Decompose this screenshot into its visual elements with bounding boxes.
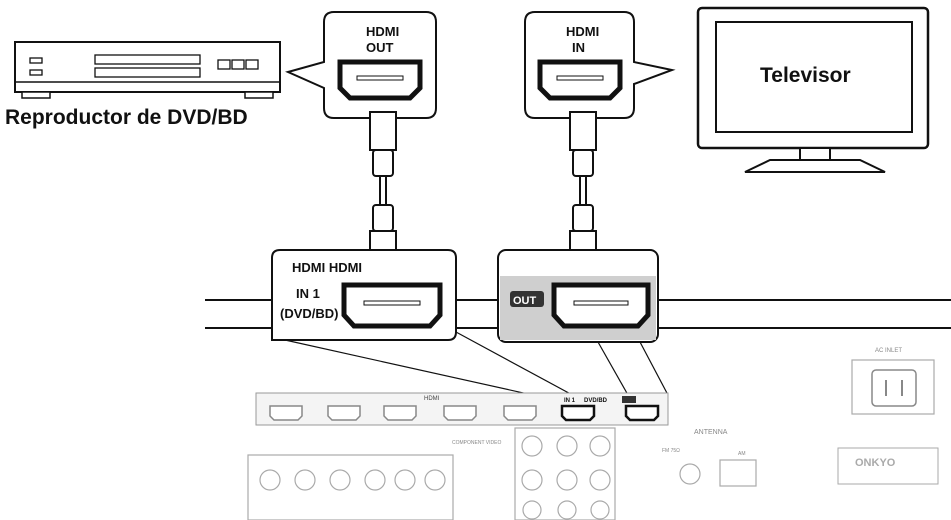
- ac-inlet-label: AC INLET: [875, 348, 902, 354]
- receiver-hdmi-in-callout: [271, 249, 579, 401]
- receiver-in-label-2: (DVD/BD): [280, 306, 339, 321]
- receiver-out-badge: OUT: [513, 295, 537, 307]
- tv-label: Televisor: [760, 64, 851, 87]
- rear-in1-label: IN 1: [564, 398, 576, 404]
- receiver-edge-lines: [205, 299, 951, 329]
- fm-label: FM 75Ω: [662, 448, 680, 454]
- receiver-hdmi-out-callout: [497, 249, 669, 396]
- rear-hdmi-label: HDMI: [424, 396, 440, 402]
- tv-hdmi-in-callout: [524, 11, 676, 119]
- component-label: COMPONENT VIDEO: [452, 440, 501, 446]
- dvd-port-label-1: HDMI: [366, 24, 399, 39]
- tv-port-label-2: IN: [572, 40, 585, 55]
- dvd-player: [14, 41, 281, 99]
- hdmi-cable-tv: [569, 111, 597, 272]
- dvd-player-label: Reproductor de DVD/BD: [5, 106, 248, 129]
- brand-plate-text: ONKYO: [855, 457, 896, 469]
- hdmi-cable-dvd: [369, 111, 397, 272]
- tv-port-label-1: HDMI: [566, 24, 599, 39]
- dvd-hdmi-out-callout: [285, 11, 437, 119]
- receiver-in-label-1: IN 1: [296, 286, 320, 301]
- receiver-in-header: HDMI HDMI: [292, 260, 362, 275]
- television: [696, 6, 930, 173]
- antenna-label: ANTENNA: [694, 429, 728, 436]
- am-label: AM: [738, 451, 746, 457]
- dvd-port-label-2: OUT: [366, 40, 394, 55]
- rear-dvd-label: DVD/BD: [584, 398, 608, 404]
- receiver-rear-panel: HDMI IN 1 DVD/BD ANTENNA FM 75Ω AM COMPO…: [247, 348, 939, 520]
